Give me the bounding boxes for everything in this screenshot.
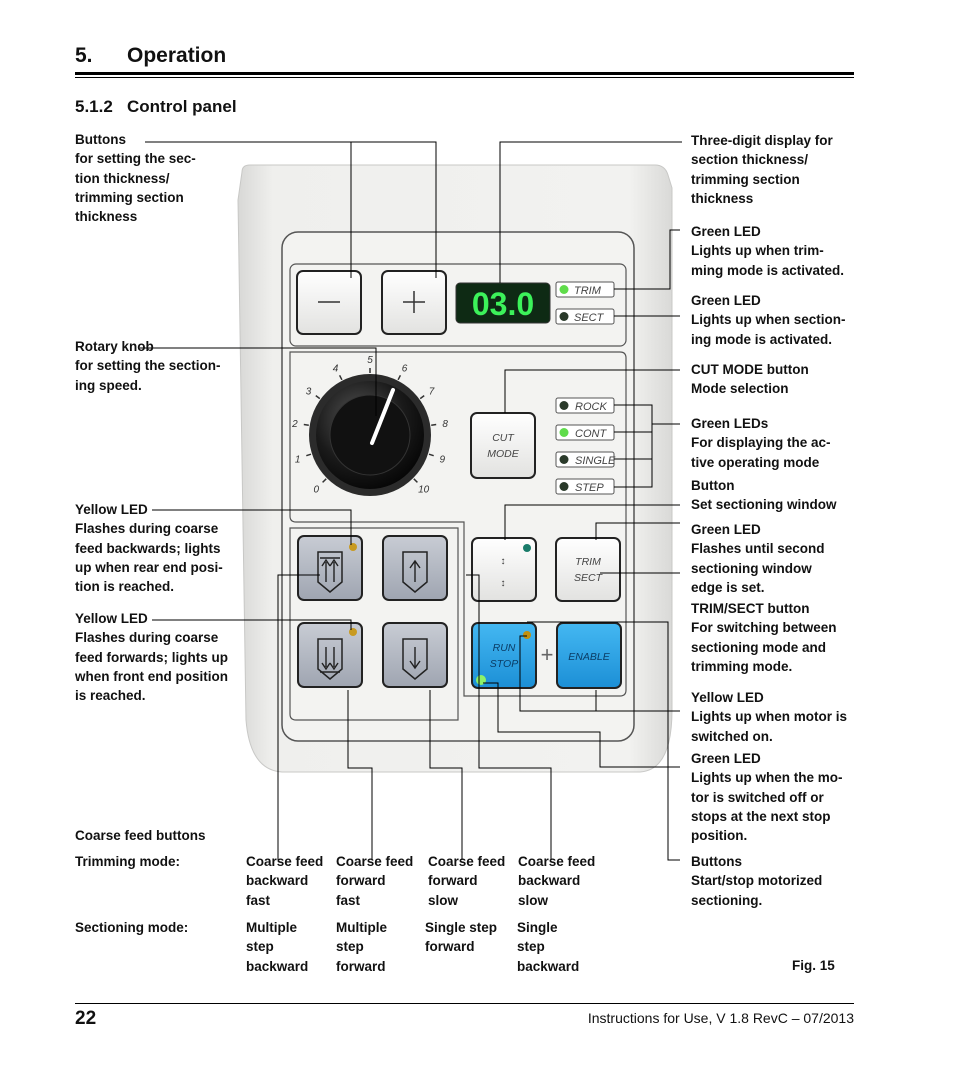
section-heading: 5. Operation — [75, 44, 226, 68]
mode-led-rock: ROCK — [555, 397, 615, 414]
coarse-forward-slow-button[interactable] — [382, 535, 448, 601]
callout-rotary-knob: Rotary knob for setting the section- ing… — [75, 339, 221, 393]
minus-button[interactable] — [296, 270, 362, 335]
knob-tick-5: 5 — [367, 355, 373, 366]
callout-green-led-trim: Green LED Lights up when trim- ming mode… — [691, 224, 845, 278]
svg-text:ENABLE: ENABLE — [568, 651, 610, 663]
header-rule-thin — [75, 77, 854, 78]
trim-led: TRIM — [555, 281, 615, 298]
svg-text:CONT: CONT — [575, 428, 607, 440]
mode-led-single: SINGLE — [555, 451, 616, 468]
trimming-mode-label: Trimming mode: — [75, 854, 181, 869]
knob-tick-8: 8 — [442, 419, 448, 430]
knob-tick-mark — [413, 478, 418, 483]
knob-tick-6: 6 — [402, 363, 408, 374]
svg-text:SINGLE: SINGLE — [575, 455, 616, 467]
coarse-backward-slow-button[interactable] — [382, 622, 448, 688]
thickness-display: 03.0 — [455, 282, 551, 324]
knob-tick-4: 4 — [333, 363, 339, 374]
callout-thickness-buttons: Buttons for setting the sec- tion thickn… — [75, 132, 196, 225]
knob-tick-mark — [322, 478, 327, 483]
callout-cut-mode: CUT MODE button Mode selection — [691, 362, 809, 397]
knob-tick-mark — [431, 423, 437, 427]
sectioning-window-button[interactable]: ↕ ↕ — [471, 537, 537, 602]
svg-text:TRIM: TRIM — [574, 285, 602, 297]
display-value: 03.0 — [472, 286, 534, 322]
callout-yellow-led-motor: Yellow LED Lights up when motor is switc… — [691, 690, 847, 744]
knob-tick-mark — [315, 395, 321, 400]
callout-yellow-led-rear: Yellow LED Flashes during coarse feed ba… — [75, 502, 223, 595]
knob-tick-0: 0 — [314, 485, 320, 496]
svg-text:↕: ↕ — [501, 556, 506, 567]
rotary-knob[interactable] — [309, 374, 431, 496]
knob-tick-7: 7 — [429, 386, 435, 397]
knob-tick-mark — [303, 423, 309, 427]
window-green-led — [523, 544, 531, 552]
subsection-title: Control panel — [127, 97, 237, 116]
callout-green-led-motor: Green LED Lights up when the mo- tor is … — [691, 751, 843, 844]
header-rule — [75, 72, 854, 75]
plus-button[interactable] — [381, 270, 447, 335]
callout-green-led-sect: Green LED Lights up when section- ing mo… — [691, 293, 846, 347]
coarse-forward-fast-button[interactable] — [297, 622, 363, 688]
footer-rule — [75, 1003, 854, 1004]
mode-led-step: STEP — [555, 478, 615, 495]
callout-yellow-led-front: Yellow LED Flashes during coarse feed fo… — [75, 611, 229, 704]
trimming-col-2: Coarse feed forward fast — [336, 854, 414, 908]
coarse-backward-fast-button[interactable] — [297, 535, 363, 601]
trimming-col-4: Coarse feed backward slow — [518, 854, 596, 908]
trimming-col-1: Coarse feed backward fast — [246, 854, 324, 908]
subsection-number: 5.1.2 — [75, 97, 113, 116]
page-number: 22 — [75, 1008, 97, 1029]
callout-display: Three-digit display for section thicknes… — [691, 133, 833, 206]
enable-button[interactable]: ENABLE — [556, 622, 622, 689]
sectioning-col-4: Single step backward — [517, 920, 580, 974]
knob-tick-mark — [397, 374, 402, 381]
knob-tick-mark — [306, 453, 312, 457]
callout-window-button: Button Set sectioning window — [691, 478, 837, 513]
svg-text:ROCK: ROCK — [575, 401, 607, 413]
front-yellow-led — [349, 628, 357, 636]
sectioning-col-3: Single step forward — [425, 920, 498, 955]
coarse-feed-heading: Coarse feed buttons — [75, 828, 206, 843]
knob-scale: 0 1 2 3 4 5 6 7 8 9 10 — [291, 355, 448, 496]
footer-text: Instructions for Use, V 1.8 RevC – 07/20… — [587, 1010, 854, 1026]
callout-trim-sect: TRIM/SECT button For switching between s… — [691, 601, 837, 674]
mode-led-cont: CONT — [555, 424, 615, 441]
knob-tick-10: 10 — [418, 485, 430, 496]
figure-label: Fig. 15 — [792, 958, 835, 973]
callout-green-leds: Green LEDs For displaying the ac- tive o… — [691, 416, 831, 470]
sectioning-col-2: Multiple step forward — [336, 920, 387, 974]
knob-tick-2: 2 — [291, 419, 298, 430]
rear-yellow-led — [349, 543, 357, 551]
callout-start-stop: Buttons Start/stop motorized sectioning. — [691, 854, 823, 908]
section-title: Operation — [127, 44, 227, 67]
knob-tick-mark — [338, 374, 343, 381]
knob-tick-1: 1 — [295, 455, 301, 466]
knob-tick-3: 3 — [306, 386, 312, 397]
knob-tick-mark — [419, 395, 425, 400]
svg-text:↕: ↕ — [501, 578, 506, 589]
motor-yellow-led — [523, 631, 531, 639]
sectioning-mode-label: Sectioning mode: — [75, 920, 189, 935]
sectioning-col-1: Multiple step backward — [246, 920, 309, 974]
leader-lines — [140, 141, 682, 861]
subsection-heading: 5.1.2 Control panel — [75, 97, 237, 117]
svg-text:SECT: SECT — [574, 312, 605, 324]
svg-text:+: + — [541, 642, 554, 667]
callout-green-led-flash: Green LED Flashes until second sectionin… — [691, 522, 825, 595]
knob-tick-mark — [428, 453, 434, 457]
trimming-col-3: Coarse feed forward slow — [428, 854, 506, 908]
svg-text:STEP: STEP — [575, 482, 604, 494]
section-number: 5. — [75, 44, 93, 67]
sect-led: SECT — [555, 308, 615, 325]
knob-tick-9: 9 — [440, 455, 446, 466]
